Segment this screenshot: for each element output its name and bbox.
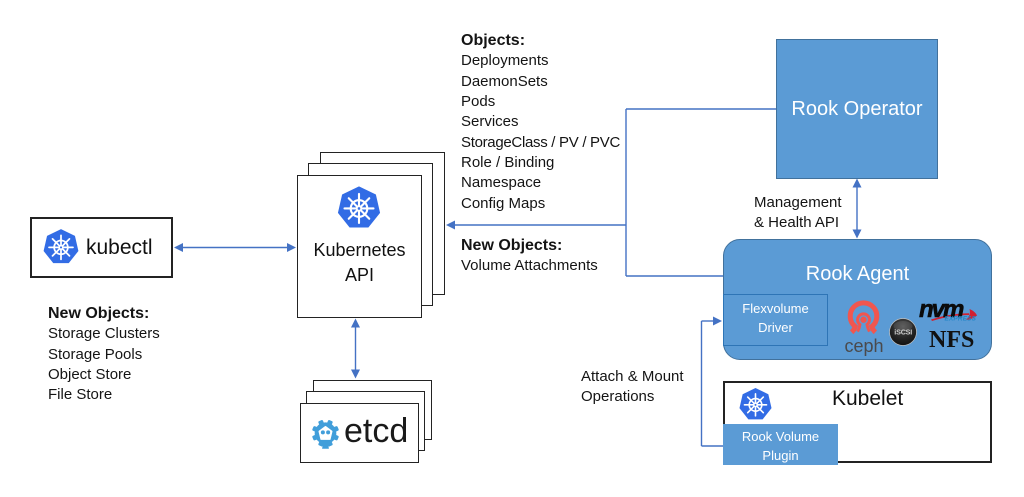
svg-text:iSCSI: iSCSI bbox=[894, 328, 912, 337]
svg-text:nvm: nvm bbox=[919, 296, 964, 323]
svg-text:EXPRESS: EXPRESS bbox=[945, 316, 977, 323]
